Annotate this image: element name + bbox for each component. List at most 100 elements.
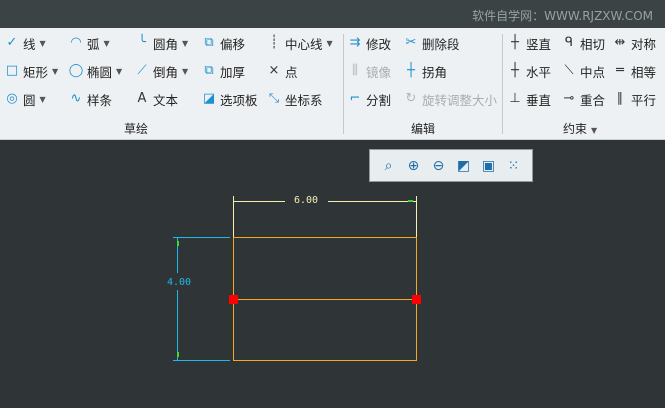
view-toolbar: ⌕ ⊕ ⊖ ◩ ▣ ⁙ bbox=[369, 149, 533, 182]
width-extension-line bbox=[233, 196, 234, 237]
button-label: 矩形 bbox=[23, 64, 49, 80]
chevron-down-icon[interactable]: ▼ bbox=[52, 66, 59, 76]
button-label: 文本 bbox=[153, 92, 179, 108]
button-coincident[interactable]: ⊸重合 bbox=[561, 88, 605, 110]
button-label: 水平 bbox=[526, 64, 552, 80]
button-mirror[interactable]: ⫼ 镜像 bbox=[347, 60, 391, 82]
button-label: 对称 bbox=[631, 36, 657, 52]
button-label: 偏移 bbox=[220, 36, 246, 52]
button-symmetric[interactable]: ⇹对称 bbox=[612, 32, 656, 54]
button-rotate-resize[interactable]: ↻旋转调整大小 bbox=[403, 88, 497, 110]
button-circle[interactable]: ◎圆▼ bbox=[4, 88, 46, 110]
button-point[interactable]: ×点 bbox=[266, 60, 298, 82]
button-label: 圆角 bbox=[153, 36, 179, 52]
offset-icon: ⧉ bbox=[204, 35, 214, 50]
chevron-down-icon[interactable]: ▼ bbox=[182, 38, 189, 48]
modify-icon: ⇉ bbox=[349, 35, 361, 50]
title-bar: 软件自学网：WWW.RJZXW.COM bbox=[0, 0, 665, 28]
button-horizontal[interactable]: ┼ 水平 bbox=[507, 60, 551, 82]
button-label: 中心线 bbox=[285, 36, 323, 52]
button-fillet[interactable]: ╰圆角▼ bbox=[134, 32, 188, 54]
chevron-down-icon[interactable]: ▼ bbox=[116, 66, 123, 76]
repaint-icon[interactable]: ◩ bbox=[456, 157, 471, 174]
arrow-marker bbox=[408, 200, 413, 202]
chevron-down-icon[interactable]: ▼ bbox=[103, 38, 110, 48]
button-midpoint[interactable]: ⟍中点 bbox=[561, 60, 605, 82]
height-dim-line bbox=[177, 290, 178, 360]
button-chamfer[interactable]: ⟋倒角▼ bbox=[134, 60, 188, 82]
rectangle-icon: □ bbox=[5, 63, 19, 78]
button-label: 圆 bbox=[23, 92, 36, 108]
group-label-constrain[interactable]: 约束▼ bbox=[563, 120, 597, 137]
button-label: 坐标系 bbox=[285, 92, 323, 108]
middle-line[interactable] bbox=[233, 299, 417, 300]
width-extension-line bbox=[416, 196, 417, 237]
button-label: 删除段 bbox=[422, 36, 460, 52]
chevron-down-icon: ▼ bbox=[591, 126, 598, 135]
constrain-label: 约束 bbox=[563, 122, 588, 136]
height-dim-line bbox=[177, 237, 178, 273]
button-label: 镜像 bbox=[366, 64, 392, 80]
button-label: 重合 bbox=[580, 92, 606, 108]
button-label: 修改 bbox=[366, 36, 392, 52]
button-offset[interactable]: ⧉ 偏移 bbox=[201, 32, 245, 54]
button-divide[interactable]: ⌐分割 bbox=[347, 88, 391, 110]
zoom-in-icon[interactable]: ⊕ bbox=[407, 157, 420, 174]
button-label: 加厚 bbox=[220, 64, 246, 80]
button-thicken[interactable]: ⧉ 加厚 bbox=[201, 60, 245, 82]
button-equal[interactable]: ═相等 bbox=[612, 60, 656, 82]
button-centerline[interactable]: ┊ 中心线▼ bbox=[266, 32, 333, 54]
chamfer-icon: ⟋ bbox=[137, 63, 147, 78]
display-style-icon[interactable]: ▣ bbox=[481, 157, 496, 174]
button-label: 相等 bbox=[631, 64, 657, 80]
button-line[interactable]: ✓线▼ bbox=[4, 32, 46, 54]
button-label: 竖直 bbox=[526, 36, 552, 52]
mirror-icon: ⫼ bbox=[352, 63, 358, 78]
height-extension-line bbox=[173, 360, 230, 361]
button-label: 椭圆 bbox=[87, 64, 113, 80]
zoom-out-icon[interactable]: ⊖ bbox=[432, 157, 445, 174]
height-dimension[interactable]: 4.00 bbox=[167, 277, 192, 288]
button-rectangle[interactable]: □ 矩形▼ bbox=[4, 60, 58, 82]
button-delete-segment[interactable]: ✂删除段 bbox=[403, 32, 460, 54]
corner-icon: ┼ bbox=[407, 63, 415, 78]
button-spline[interactable]: ∿样条 bbox=[68, 88, 112, 110]
chevron-down-icon[interactable]: ▼ bbox=[326, 38, 333, 48]
button-modify[interactable]: ⇉ 修改 bbox=[347, 32, 391, 54]
button-ellipse[interactable]: ◯椭圆▼ bbox=[68, 60, 122, 82]
vertical-icon: ┼ bbox=[511, 35, 519, 50]
sketcher-display-icon[interactable]: ⁙ bbox=[507, 157, 520, 174]
endpoint-marker[interactable] bbox=[412, 295, 421, 304]
button-label: 拐角 bbox=[422, 64, 448, 80]
arrow-marker bbox=[177, 352, 179, 357]
endpoint-marker[interactable] bbox=[229, 295, 238, 304]
chevron-down-icon[interactable]: ▼ bbox=[39, 38, 46, 48]
button-label: 相切 bbox=[580, 36, 606, 52]
button-perpendicular[interactable]: ⊥垂直 bbox=[507, 88, 551, 110]
arc-icon: ◠ bbox=[70, 35, 82, 50]
button-coordinate-system[interactable]: ⤡ 坐标系 bbox=[266, 88, 323, 110]
button-parallel[interactable]: ∥平行 bbox=[612, 88, 656, 110]
chevron-down-icon[interactable]: ▼ bbox=[39, 94, 46, 104]
point-icon: × bbox=[268, 63, 280, 78]
palette-icon: ◪ bbox=[202, 91, 216, 106]
coordinate-system-icon: ⤡ bbox=[268, 91, 280, 106]
width-dimension[interactable]: 6.00 bbox=[294, 195, 319, 206]
chevron-down-icon[interactable]: ▼ bbox=[182, 66, 189, 76]
centerline-icon: ┊ bbox=[270, 35, 278, 50]
horizontal-icon: ┼ bbox=[511, 63, 519, 78]
refit-icon[interactable]: ⌕ bbox=[384, 157, 393, 174]
button-palette[interactable]: ◪选项板 bbox=[201, 88, 258, 110]
group-label-sketch: 草绘 bbox=[124, 122, 149, 136]
button-label: 弧 bbox=[87, 36, 100, 52]
watermark: 软件自学网：WWW.RJZXW.COM bbox=[472, 9, 653, 23]
midpoint-icon: ⟍ bbox=[564, 63, 574, 78]
thicken-icon: ⧉ bbox=[204, 63, 214, 78]
button-corner[interactable]: ┼ 拐角 bbox=[403, 60, 447, 82]
divide-icon: ⌐ bbox=[349, 91, 361, 106]
button-arc[interactable]: ◠ 弧▼ bbox=[68, 32, 110, 54]
group-separator bbox=[502, 34, 503, 134]
button-vertical[interactable]: ┼ 竖直 bbox=[507, 32, 551, 54]
